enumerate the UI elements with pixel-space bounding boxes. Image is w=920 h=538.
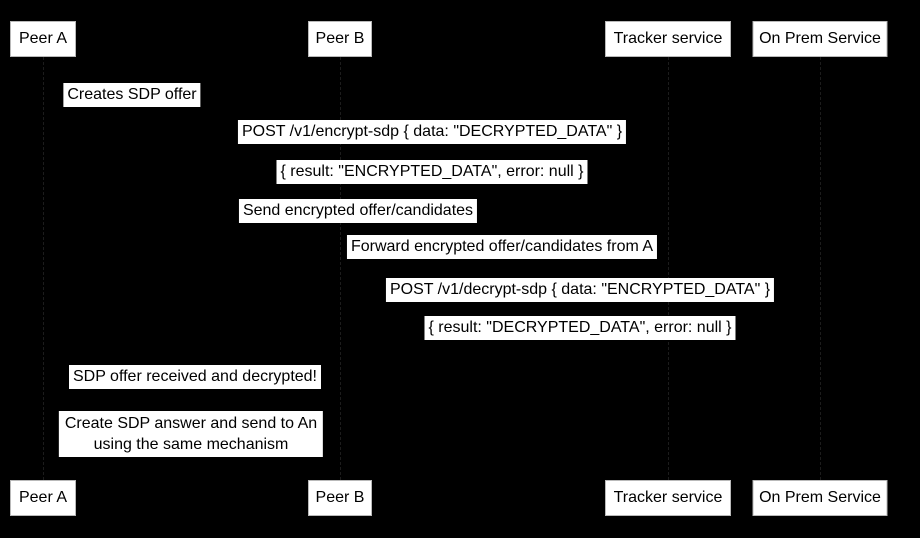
participant-peer-b-bottom: Peer B [308, 480, 372, 516]
message-forward-encrypted-offer: Forward encrypted offer/candidates from … [346, 235, 658, 259]
note-line-2: using the same mechanism [93, 436, 289, 453]
participant-peer-b-top: Peer B [308, 21, 372, 57]
lifeline-on-prem-service [820, 57, 821, 480]
message-post-encrypt-sdp: POST /v1/encrypt-sdp { data: "DECRYPTED_… [237, 120, 627, 144]
participant-tracker-service-top: Tracker service [605, 21, 731, 57]
participant-tracker-service-bottom: Tracker service [605, 480, 731, 516]
participant-on-prem-service-bottom: On Prem Service [752, 480, 888, 516]
lifeline-peer-a [43, 57, 44, 480]
note-line-1: Create SDP answer and send to An [64, 415, 318, 432]
participant-peer-a-top: Peer A [10, 21, 76, 57]
lifeline-peer-b [340, 57, 341, 480]
message-decrypt-result: { result: "DECRYPTED_DATA", error: null … [424, 316, 736, 340]
participant-peer-a-bottom: Peer A [10, 480, 76, 516]
note-create-sdp-answer: Create SDP answer and send to An using t… [58, 411, 324, 457]
message-encrypt-result: { result: "ENCRYPTED_DATA", error: null … [276, 160, 588, 184]
message-send-encrypted-offer: Send encrypted offer/candidates [238, 199, 478, 223]
participant-on-prem-service-top: On Prem Service [752, 21, 888, 57]
lifeline-tracker-service [668, 57, 669, 480]
message-sdp-offer-received: SDP offer received and decrypted! [69, 365, 321, 389]
message-creates-sdp-offer: Creates SDP offer [63, 83, 201, 107]
message-post-decrypt-sdp: POST /v1/decrypt-sdp { data: "ENCRYPTED_… [385, 278, 775, 302]
